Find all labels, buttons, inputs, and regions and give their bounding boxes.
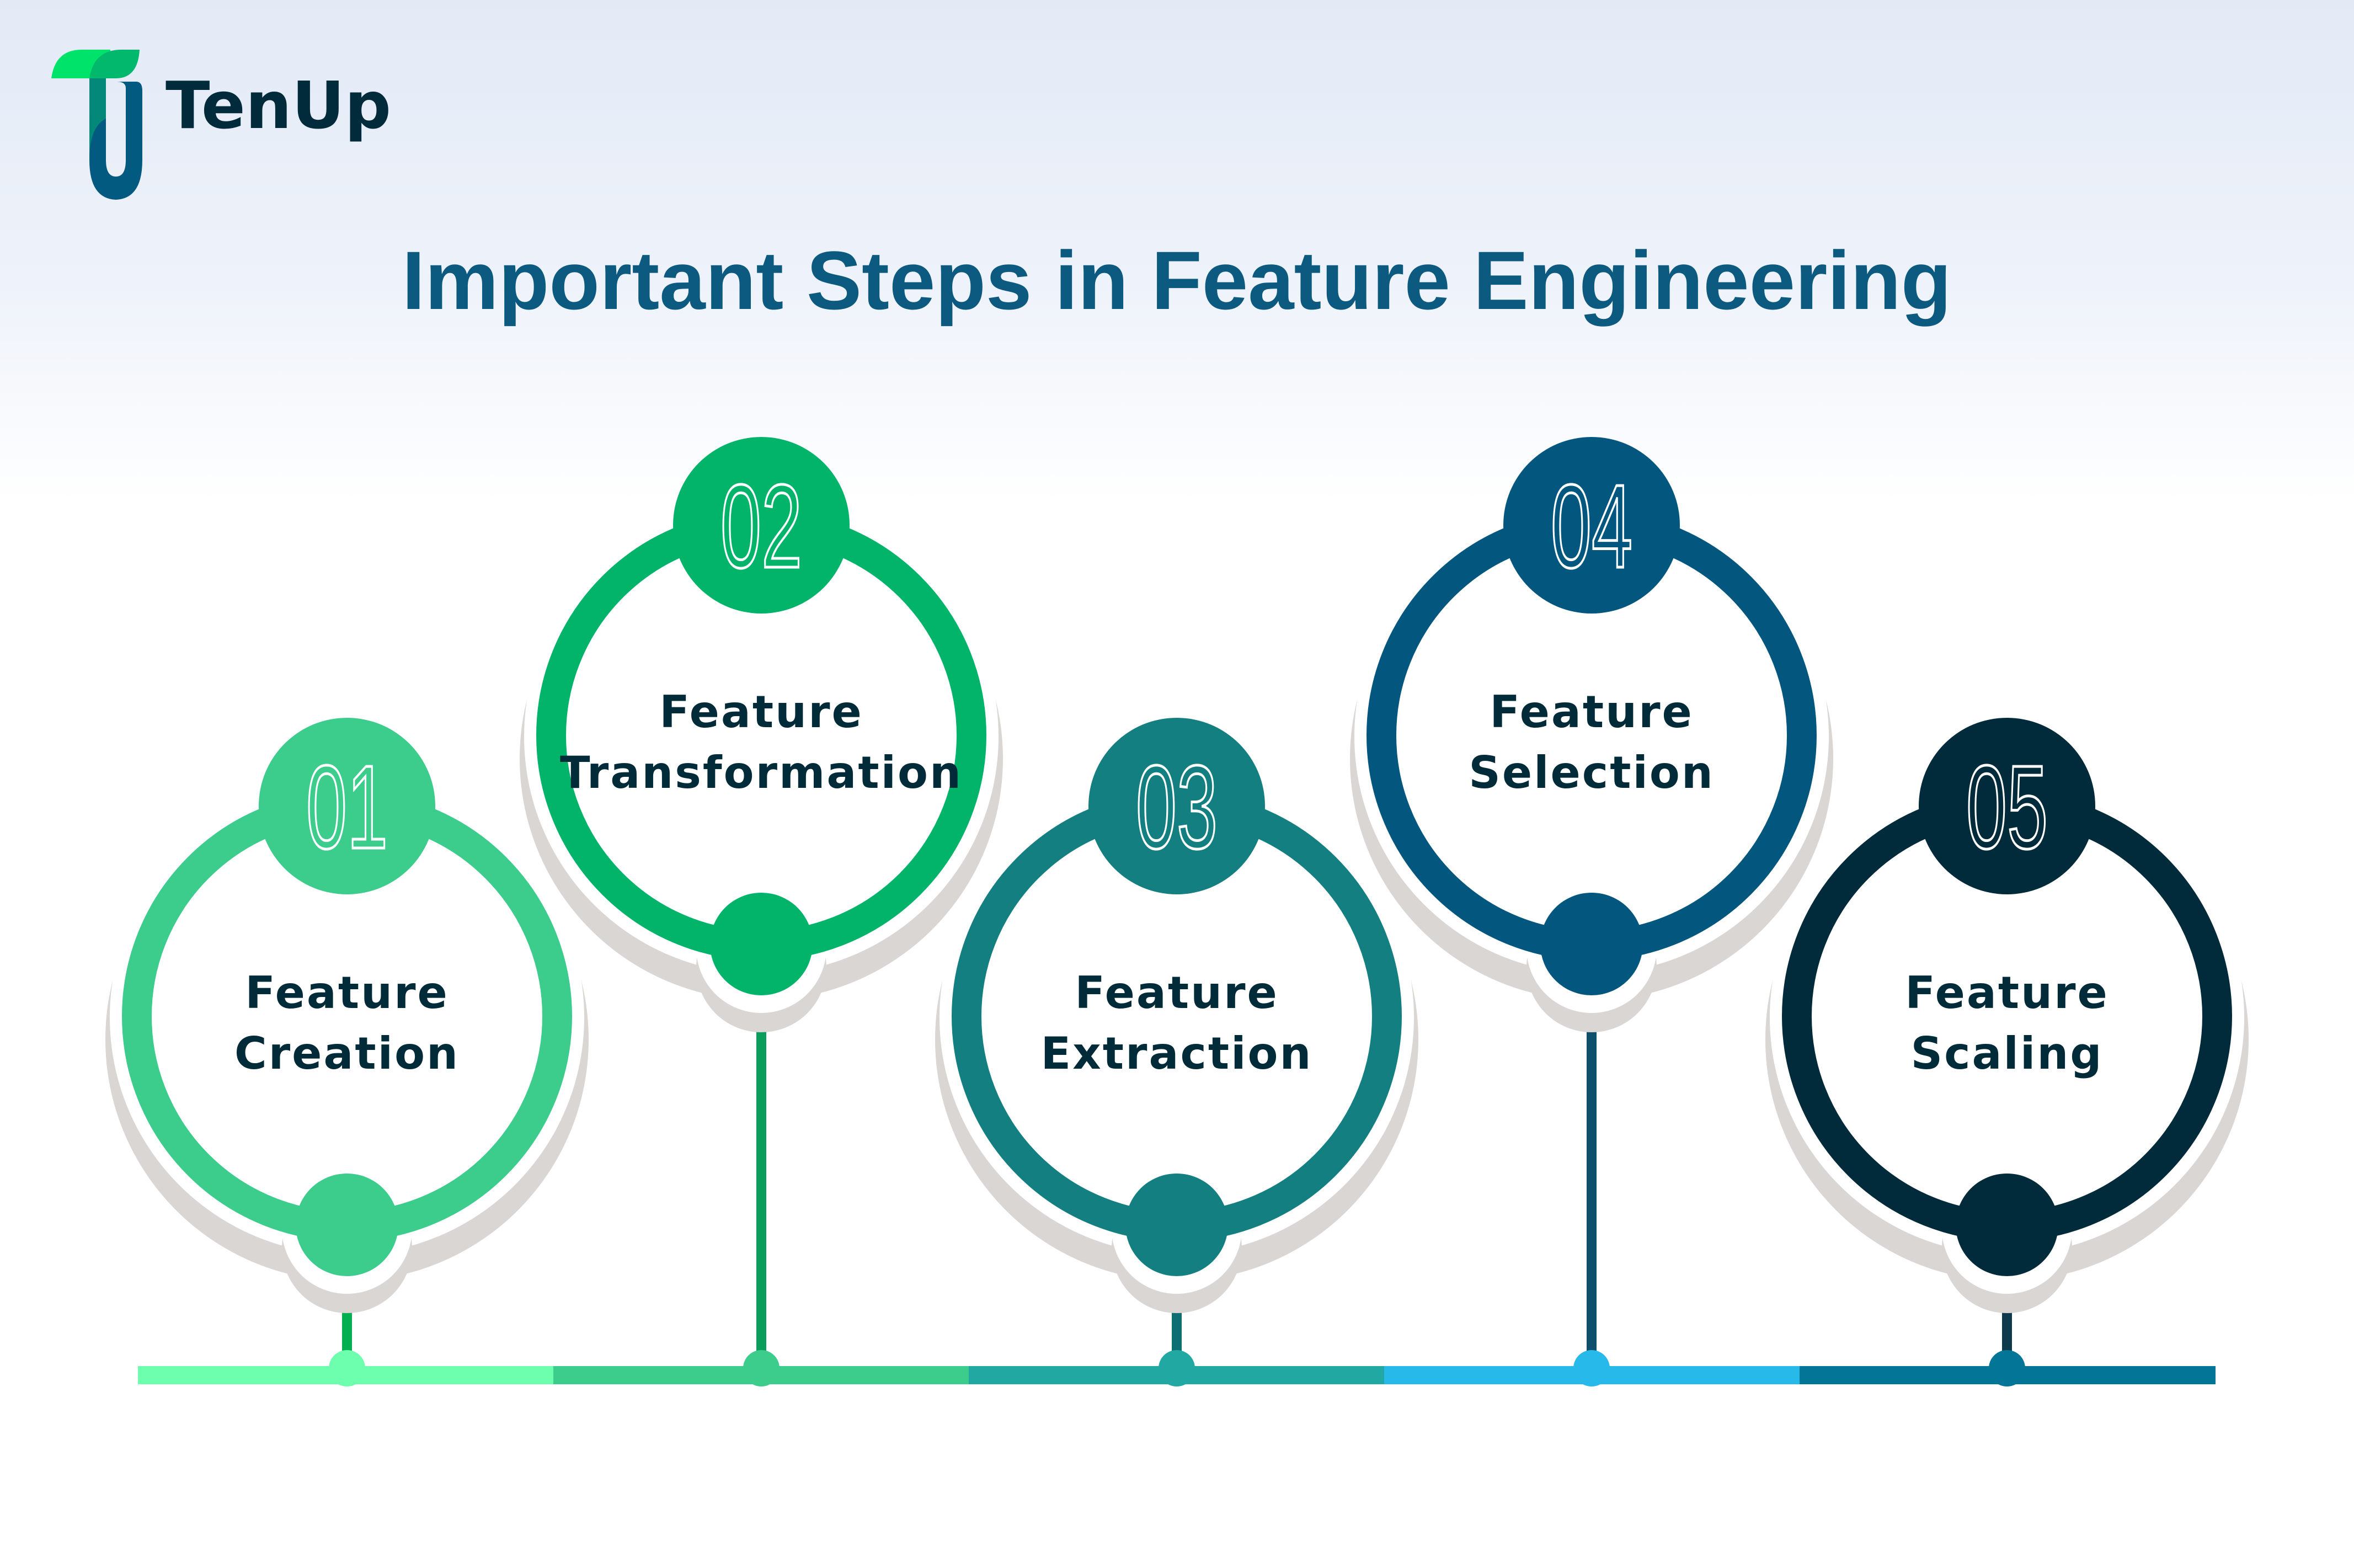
step-number: 04: [1551, 460, 1632, 592]
step-label-line1: Feature: [659, 686, 863, 738]
page-title: Important Steps in Feature Engineering: [402, 234, 1952, 327]
step-label-line2: Creation: [234, 1028, 460, 1079]
number-badge: [259, 718, 435, 894]
timeline-dot: [1159, 1350, 1195, 1386]
step-label-line2: Scaling: [1910, 1028, 2103, 1079]
brand-name: TenUp: [166, 67, 391, 143]
bottom-node: [1540, 893, 1643, 995]
step-label-line1: Feature: [1075, 967, 1279, 1018]
timeline-dot: [1989, 1350, 2025, 1386]
bottom-node: [296, 1174, 398, 1276]
step-number: 01: [306, 740, 388, 873]
number-badge: [1088, 718, 1265, 894]
timeline-bar: [138, 1350, 2216, 1386]
step-label-line1: Feature: [1490, 686, 1694, 738]
step-number: 05: [1966, 740, 2048, 873]
connector-line: [1587, 945, 1597, 1366]
bottom-node: [1125, 1174, 1228, 1276]
step-label-line1: Feature: [245, 967, 449, 1018]
step-number: 03: [1136, 740, 1218, 873]
bottom-node: [710, 893, 813, 995]
number-badge: [1919, 718, 2095, 894]
step-label-line2: Selection: [1469, 747, 1715, 798]
step-label-line2: Extraction: [1041, 1028, 1313, 1079]
tenup-logo: TenUp: [51, 50, 391, 200]
bottom-node: [1956, 1174, 2058, 1276]
step-label-line2: Transformation: [560, 747, 963, 798]
timeline-dot: [743, 1350, 780, 1386]
timeline-dot: [1573, 1350, 1610, 1386]
number-badge: [673, 437, 850, 614]
timeline-dot: [329, 1350, 365, 1386]
number-badge: [1503, 437, 1680, 614]
connector-line: [756, 945, 766, 1366]
step-number: 02: [720, 460, 802, 592]
logo-mark-icon: [51, 50, 142, 200]
step-label-line1: Feature: [1905, 967, 2109, 1018]
